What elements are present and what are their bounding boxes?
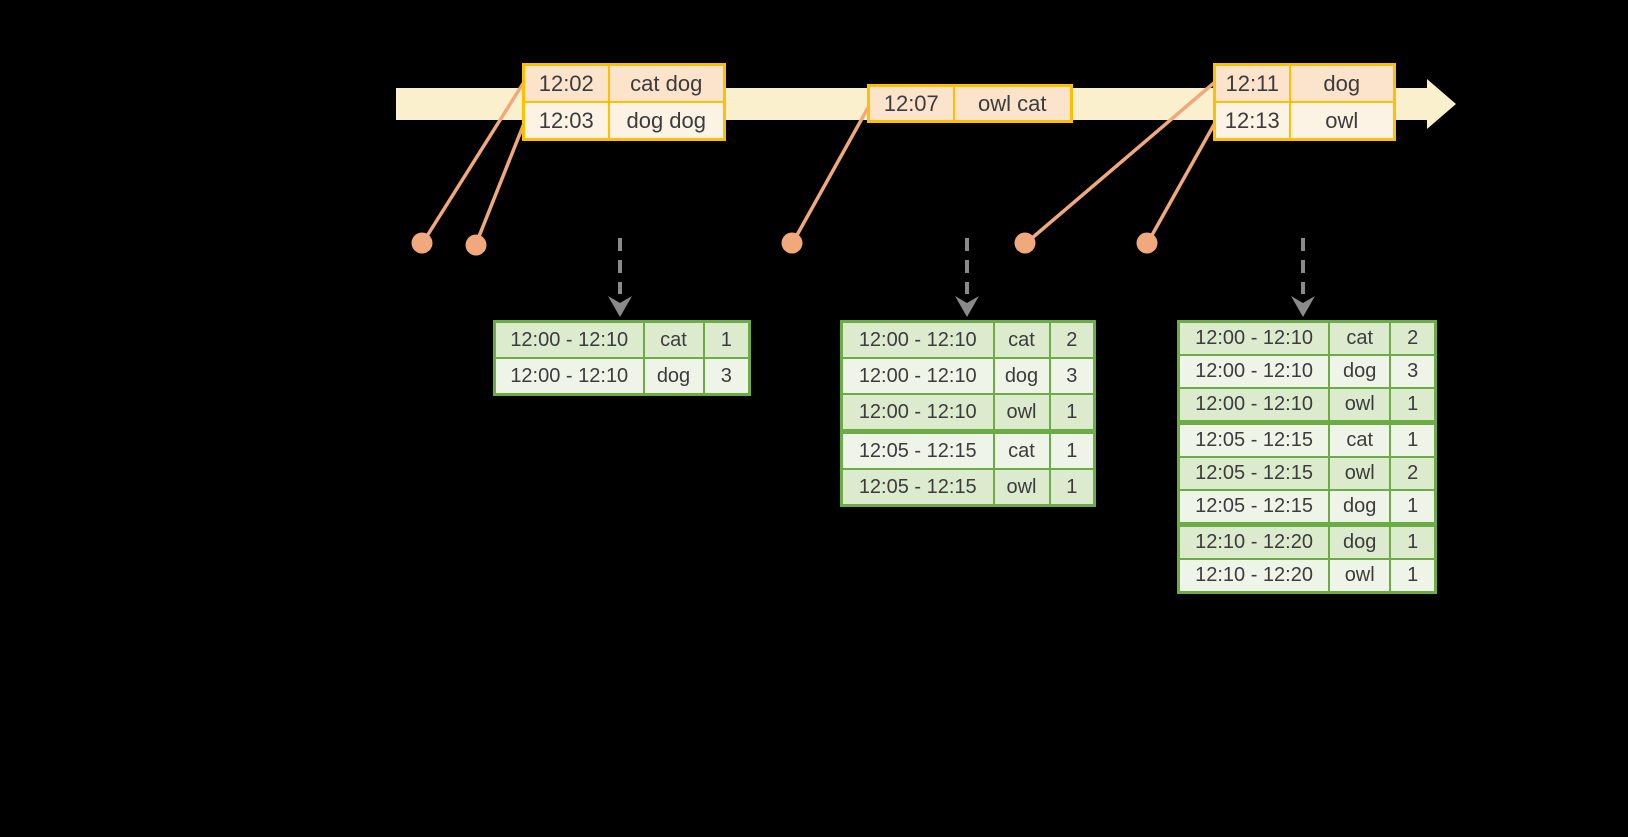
count-cell: 1 — [1389, 387, 1437, 425]
table-row: 12:13 owl — [1213, 101, 1396, 141]
event-words-cell: cat dog — [607, 63, 726, 103]
table-row: 12:00 - 12:10 cat 2 — [840, 320, 1096, 359]
window-cell: 12:10 - 12:20 — [1177, 558, 1331, 594]
count-cell: 2 — [1048, 320, 1096, 359]
window-cell: 12:05 - 12:15 — [1177, 489, 1331, 527]
count-cell: 1 — [1048, 393, 1096, 434]
table-row: 12:00 - 12:10 cat 1 — [493, 320, 751, 359]
input-table-1: 12:02 cat dog 12:03 dog dog — [522, 63, 726, 141]
event-dot-2 — [465, 234, 487, 256]
table-row: 12:02 cat dog — [522, 63, 726, 103]
input-table-2: 12:07 owl cat — [867, 84, 1073, 123]
count-cell: 1 — [702, 320, 751, 359]
event-time-cell: 12:13 — [1213, 101, 1291, 141]
count-cell: 3 — [1048, 357, 1096, 395]
event-dot-1 — [411, 232, 433, 254]
event-words-cell: dog dog — [607, 101, 726, 141]
window-cell: 12:05 - 12:15 — [1177, 456, 1331, 491]
word-cell: cat — [992, 320, 1051, 359]
event-dot-3 — [781, 232, 803, 254]
trigger-arrowhead-3 — [1291, 296, 1315, 317]
event-dot-5 — [1136, 232, 1158, 254]
word-cell: cat — [1328, 421, 1392, 458]
table-row: 12:05 - 12:15 cat 1 — [1177, 421, 1437, 458]
window-cell: 12:00 - 12:10 — [1177, 387, 1331, 425]
window-cell: 12:00 - 12:10 — [840, 393, 995, 434]
trigger-arrowhead-1 — [608, 296, 632, 317]
input-table-3: 12:11 dog 12:13 owl — [1213, 63, 1396, 141]
word-cell: cat — [992, 430, 1051, 470]
table-row: 12:05 - 12:15 dog 1 — [1177, 489, 1437, 527]
window-cell: 12:05 - 12:15 — [840, 468, 995, 507]
connector-line-event-1213 — [1145, 120, 1218, 245]
table-row: 12:00 - 12:10 owl 1 — [1177, 387, 1437, 425]
word-cell: owl — [1328, 387, 1392, 425]
window-cell: 12:00 - 12:10 — [493, 320, 645, 359]
table-row: 12:05 - 12:15 owl 1 — [840, 468, 1096, 507]
connector-line-event-1202 — [420, 81, 526, 245]
window-cell: 12:05 - 12:15 — [1177, 421, 1331, 458]
window-cell: 12:00 - 12:10 — [1177, 354, 1331, 389]
word-cell: owl — [1328, 558, 1392, 594]
count-cell: 1 — [1389, 489, 1437, 527]
word-cell: dog — [642, 357, 705, 396]
connector-line-event-1207 — [790, 105, 871, 245]
event-time-cell: 12:03 — [522, 101, 610, 141]
word-cell: cat — [642, 320, 705, 359]
word-cell: owl — [1328, 456, 1392, 491]
result-table-3: 12:00 - 12:10 cat 2 12:00 - 12:10 dog 3 … — [1177, 320, 1437, 594]
event-dot-4 — [1014, 232, 1036, 254]
count-cell: 1 — [1389, 523, 1437, 560]
connector-line-event-1203 — [474, 120, 527, 245]
word-cell: dog — [1328, 354, 1392, 389]
event-time-cell: 12:02 — [522, 63, 610, 103]
event-time-cell: 12:07 — [867, 84, 955, 123]
word-cell: cat — [1328, 320, 1392, 356]
count-cell: 1 — [1048, 468, 1096, 507]
count-cell: 2 — [1389, 456, 1437, 491]
word-cell: owl — [992, 468, 1051, 507]
table-row: 12:10 - 12:20 dog 1 — [1177, 523, 1437, 560]
event-words-cell: dog — [1288, 63, 1396, 103]
window-cell: 12:00 - 12:10 — [840, 320, 995, 359]
event-words-cell: owl cat — [952, 84, 1073, 123]
result-table-2: 12:00 - 12:10 cat 2 12:00 - 12:10 dog 3 … — [840, 320, 1096, 507]
table-row: 12:05 - 12:15 cat 1 — [840, 430, 1096, 470]
window-cell: 12:10 - 12:20 — [1177, 523, 1331, 560]
table-row: 12:10 - 12:20 owl 1 — [1177, 558, 1437, 594]
table-row: 12:00 - 12:10 dog 3 — [840, 357, 1096, 395]
table-row: 12:05 - 12:15 owl 2 — [1177, 456, 1437, 491]
word-cell: dog — [1328, 489, 1392, 527]
word-cell: owl — [992, 393, 1051, 434]
table-row: 12:07 owl cat — [867, 84, 1073, 123]
table-row: 12:03 dog dog — [522, 101, 726, 141]
table-row: 12:11 dog — [1213, 63, 1396, 103]
connector-line-event-1211 — [1023, 80, 1217, 246]
table-row: 12:00 - 12:10 dog 3 — [493, 357, 751, 396]
count-cell: 1 — [1389, 558, 1437, 594]
event-time-cell: 12:11 — [1213, 63, 1291, 103]
table-row: 12:00 - 12:10 dog 3 — [1177, 354, 1437, 389]
count-cell: 3 — [1389, 354, 1437, 389]
count-cell: 1 — [1048, 430, 1096, 470]
window-cell: 12:00 - 12:10 — [493, 357, 645, 396]
result-table-1: 12:00 - 12:10 cat 1 12:00 - 12:10 dog 3 — [493, 320, 751, 396]
table-row: 12:00 - 12:10 owl 1 — [840, 393, 1096, 434]
count-cell: 1 — [1389, 421, 1437, 458]
count-cell: 2 — [1389, 320, 1437, 356]
window-cell: 12:00 - 12:10 — [1177, 320, 1331, 356]
event-words-cell: owl — [1288, 101, 1396, 141]
window-cell: 12:00 - 12:10 — [840, 357, 995, 395]
table-row: 12:00 - 12:10 cat 2 — [1177, 320, 1437, 356]
window-cell: 12:05 - 12:15 — [840, 430, 995, 470]
word-cell: dog — [1328, 523, 1392, 560]
word-cell: dog — [992, 357, 1051, 395]
trigger-arrowhead-2 — [955, 296, 979, 317]
count-cell: 3 — [702, 357, 751, 396]
